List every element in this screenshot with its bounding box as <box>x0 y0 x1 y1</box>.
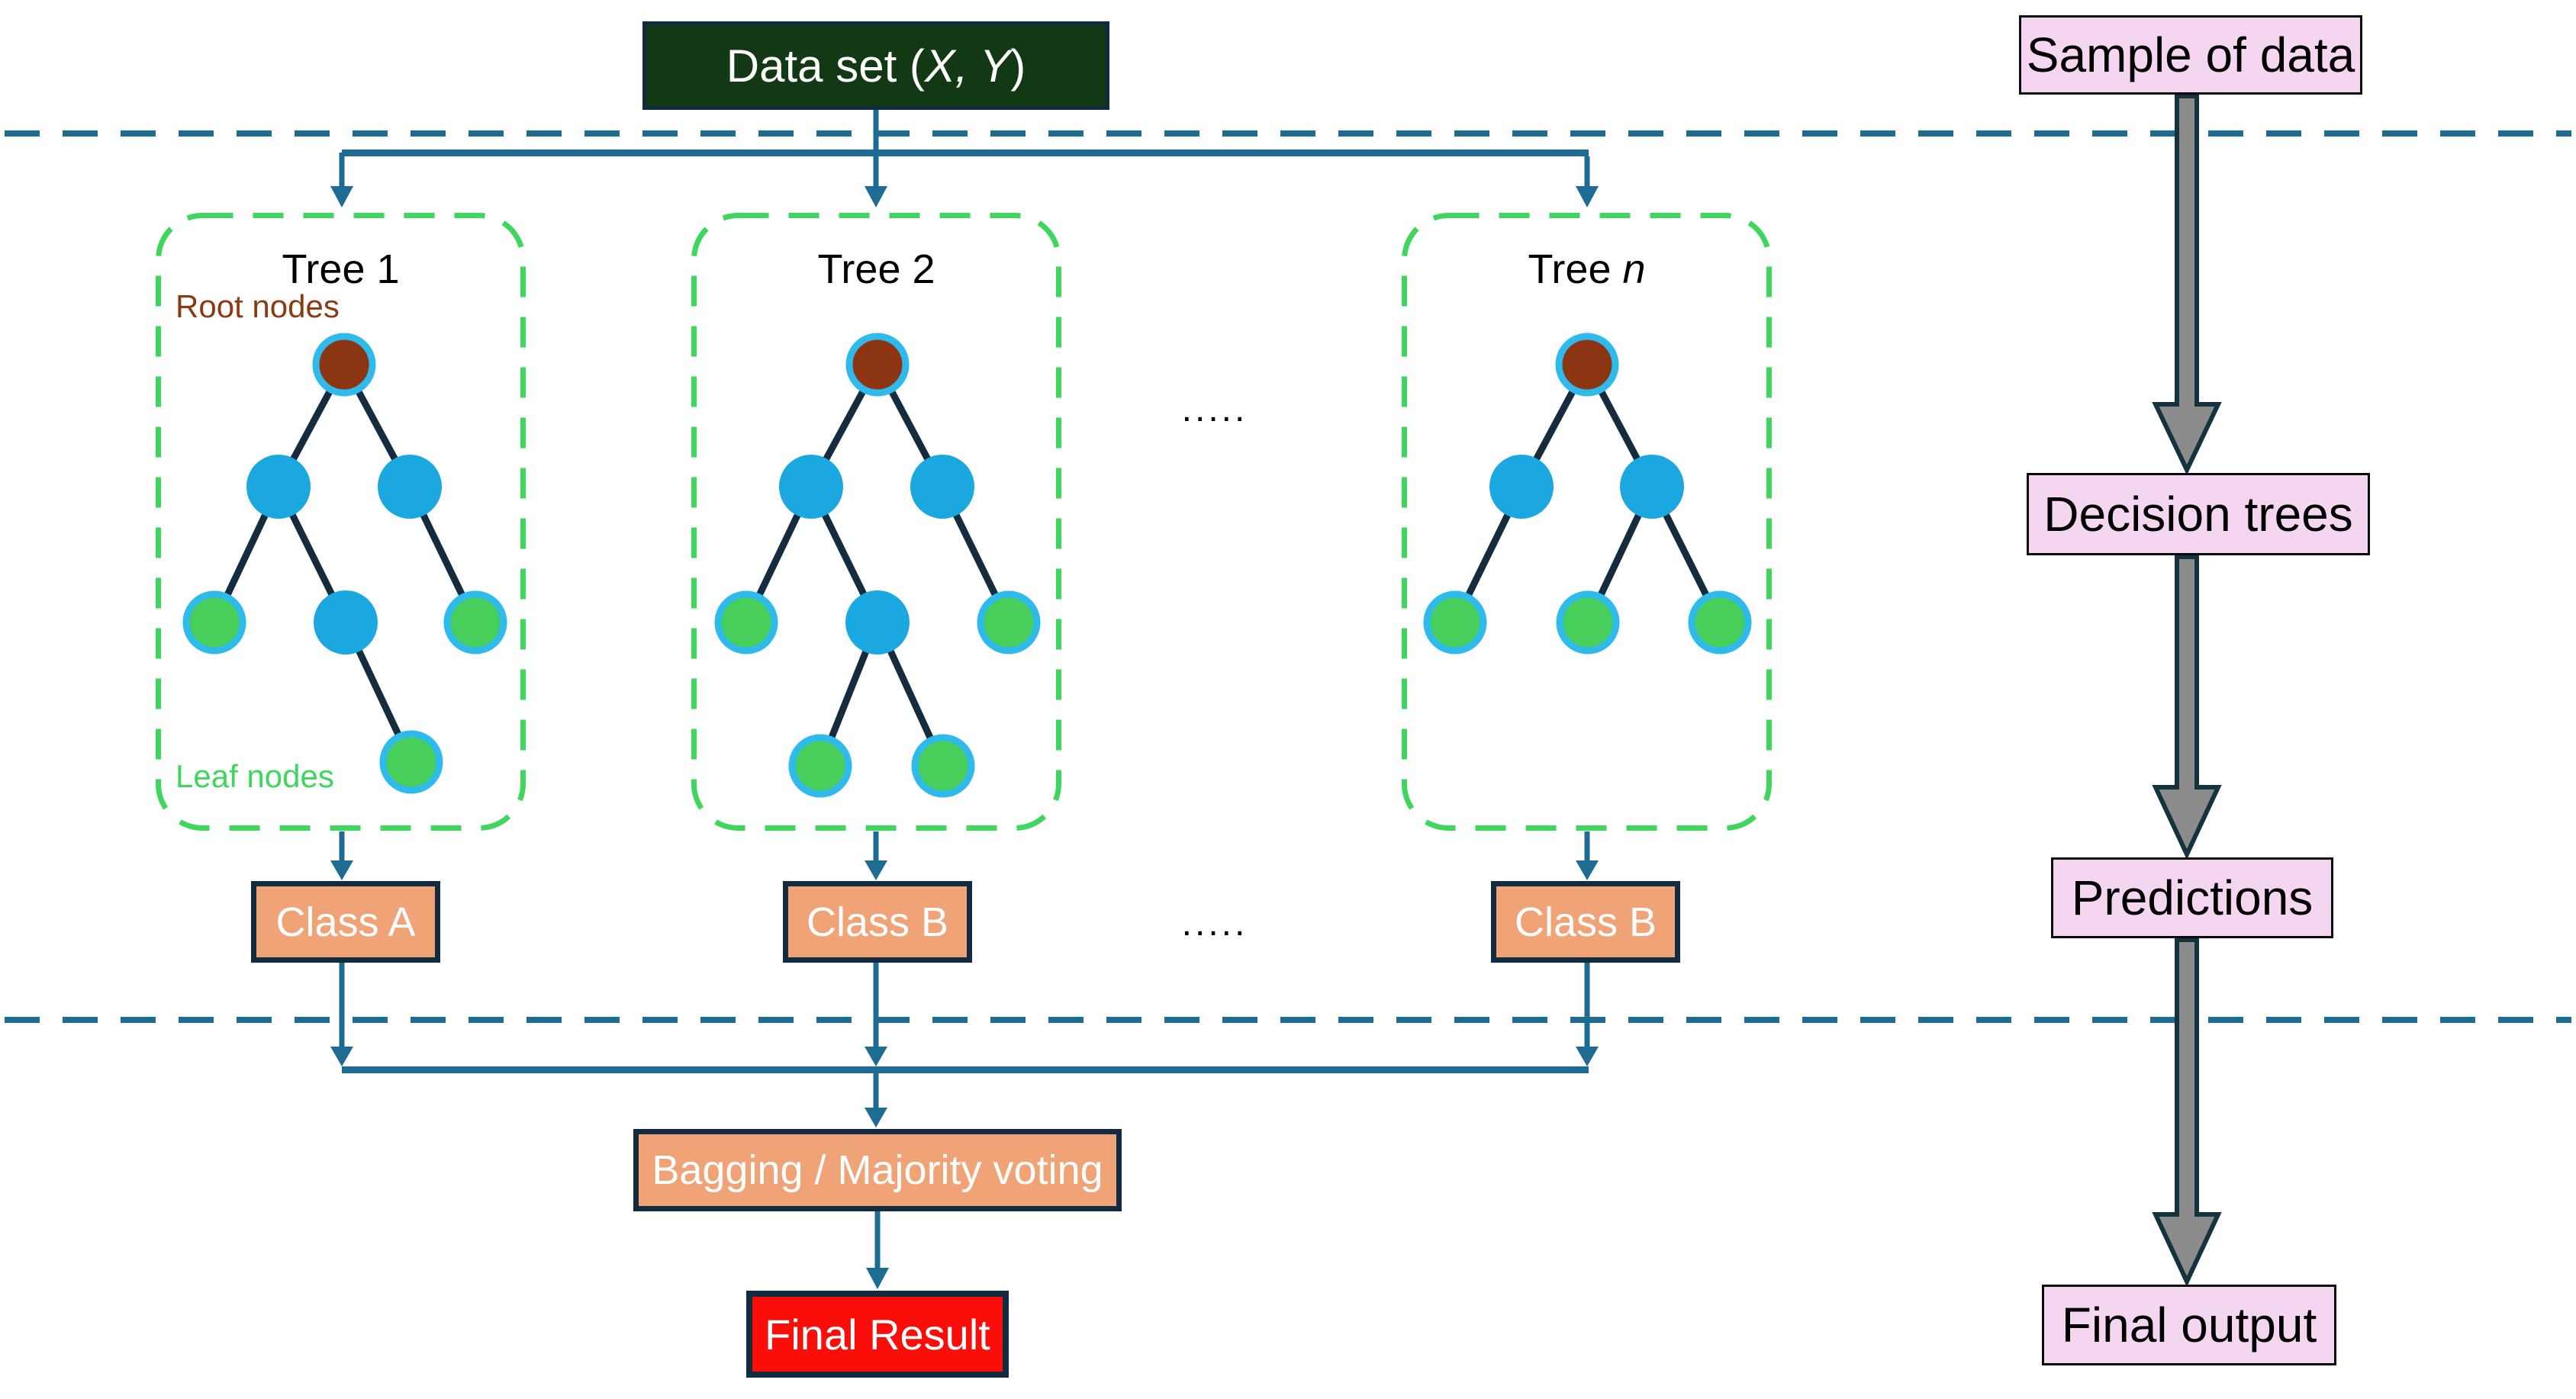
pipeline-arrows <box>2152 94 2222 1288</box>
final-result-box: Final Result <box>746 1291 1009 1378</box>
dataset-label: Data set (X, Y) <box>726 40 1026 92</box>
tree-n-graph <box>1402 213 1772 831</box>
arrowhead-down-icon <box>330 1047 353 1066</box>
internal-node <box>246 455 311 519</box>
pipeline-step-predictions: Predictions <box>2051 857 2333 938</box>
tree-dashed-border <box>156 213 526 831</box>
arrowhead-down-icon <box>330 860 353 880</box>
leaf-node <box>443 590 507 654</box>
root-node <box>312 333 376 397</box>
tree-n-title: Tree n <box>1528 246 1646 292</box>
internal-node <box>1489 455 1554 519</box>
arrowhead-down-icon <box>1576 860 1599 880</box>
arrowhead-down-icon <box>865 1047 887 1066</box>
internal-node <box>1620 455 1684 519</box>
tree-2-title: Tree 2 <box>817 246 935 292</box>
class-to-merge-connector <box>330 963 1599 1127</box>
leaf-node <box>714 590 778 654</box>
arrowhead-down-icon <box>866 1268 889 1289</box>
leaf-node <box>379 730 443 794</box>
class-b-box: Class B <box>783 881 972 963</box>
leaf-node <box>788 734 852 798</box>
leaf-nodes-label: Leaf nodes <box>175 758 334 794</box>
leaf-node <box>1688 590 1752 654</box>
big-down-arrow-icon <box>2152 555 2222 860</box>
internal-node <box>314 590 378 654</box>
leaf-node <box>1423 590 1487 654</box>
leaf-node <box>977 590 1041 654</box>
leaf-node <box>911 734 975 798</box>
big-down-arrow-icon <box>2152 937 2222 1288</box>
tree-2-graph <box>691 213 1061 831</box>
internal-node <box>779 455 843 519</box>
leaf-node <box>182 590 246 654</box>
dataset-label-vars: X, Y <box>924 40 1011 92</box>
pipeline-step-sample-of-data: Sample of data <box>2019 15 2362 95</box>
dataset-label-prefix: Data set ( <box>726 40 925 92</box>
distribution-bar <box>342 150 1589 156</box>
internal-node <box>845 590 910 654</box>
tree-dashed-border <box>691 213 1061 831</box>
bagging-to-final-arrow <box>866 1211 889 1289</box>
internal-node <box>910 455 974 519</box>
dataset-label-suffix: ) <box>1010 40 1026 92</box>
tree-1-title: Tree 1 <box>282 246 400 292</box>
arrowhead-down-icon <box>330 186 353 207</box>
tree-1-graph <box>156 213 526 831</box>
ellipsis-classes: ..... <box>1181 903 1248 944</box>
merge-bar <box>342 1066 1589 1073</box>
arrowhead-down-icon <box>865 1108 887 1127</box>
arrowhead-down-icon <box>1576 186 1599 207</box>
dataset-to-trees-connector <box>330 110 1599 207</box>
root-node <box>1555 333 1619 397</box>
ellipsis-trees: ..... <box>1181 389 1248 429</box>
root-nodes-label: Root nodes <box>175 288 340 324</box>
tree-dashed-border <box>1402 213 1772 831</box>
big-down-arrow-icon <box>2152 94 2222 475</box>
pipeline-step-decision-trees: Decision trees <box>2027 473 2370 555</box>
internal-node <box>378 455 442 519</box>
arrowhead-down-icon <box>1576 1047 1599 1066</box>
class-a-box: Class A <box>251 881 440 963</box>
root-node <box>845 333 910 397</box>
tree-2-panel: Tree 2 <box>691 212 1062 831</box>
tree-1-panel: Tree 1 Root nodes Leaf nodes <box>155 212 526 831</box>
bagging-box: Bagging / Majority voting <box>633 1129 1122 1211</box>
pipeline-step-final-output: Final output <box>2042 1285 2336 1365</box>
trees-to-class-arrows <box>330 831 1599 880</box>
arrowhead-down-icon <box>865 860 887 880</box>
arrowhead-down-icon <box>865 186 887 207</box>
class-b-box: Class B <box>1491 881 1680 963</box>
leaf-node <box>1556 590 1620 654</box>
dataset-box: Data set (X, Y) <box>642 21 1109 110</box>
tree-n-panel: Tree n <box>1401 212 1773 831</box>
